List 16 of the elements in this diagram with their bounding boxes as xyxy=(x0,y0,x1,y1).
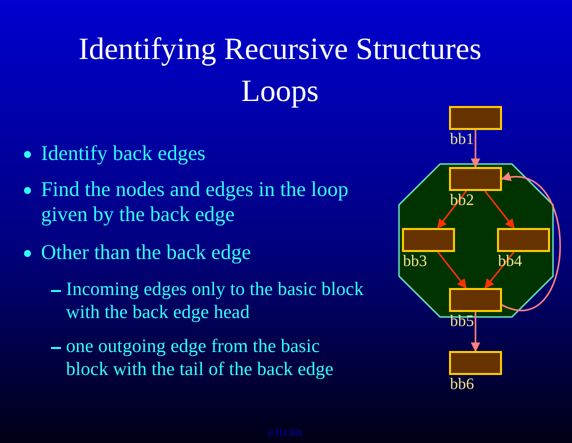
arrow xyxy=(470,130,480,168)
bullet-text: Incoming edges only to the basic block with the back edge head xyxy=(66,278,365,324)
bullet-text: Find the nodes and edges in the loop given by the back edge xyxy=(41,177,350,227)
footer-text: L31CFA xyxy=(266,428,304,439)
block-label: bb6 xyxy=(450,377,474,393)
back-edge-arrow xyxy=(501,173,561,312)
arrow xyxy=(437,252,467,289)
bullet-text: Identify back edges xyxy=(41,141,206,166)
block-label: bb3 xyxy=(403,254,427,270)
bullet-text: one outgoing edge from the basic block with the tail of the back edge xyxy=(66,335,334,381)
slide-title: Identifying Recursive Structures Loops xyxy=(78,30,482,110)
bullet-text: Other than the back edge xyxy=(41,240,252,265)
arrow xyxy=(484,190,515,229)
block-label: bb5 xyxy=(450,314,474,330)
arrow xyxy=(470,312,480,352)
block-label: bb1 xyxy=(450,132,474,148)
